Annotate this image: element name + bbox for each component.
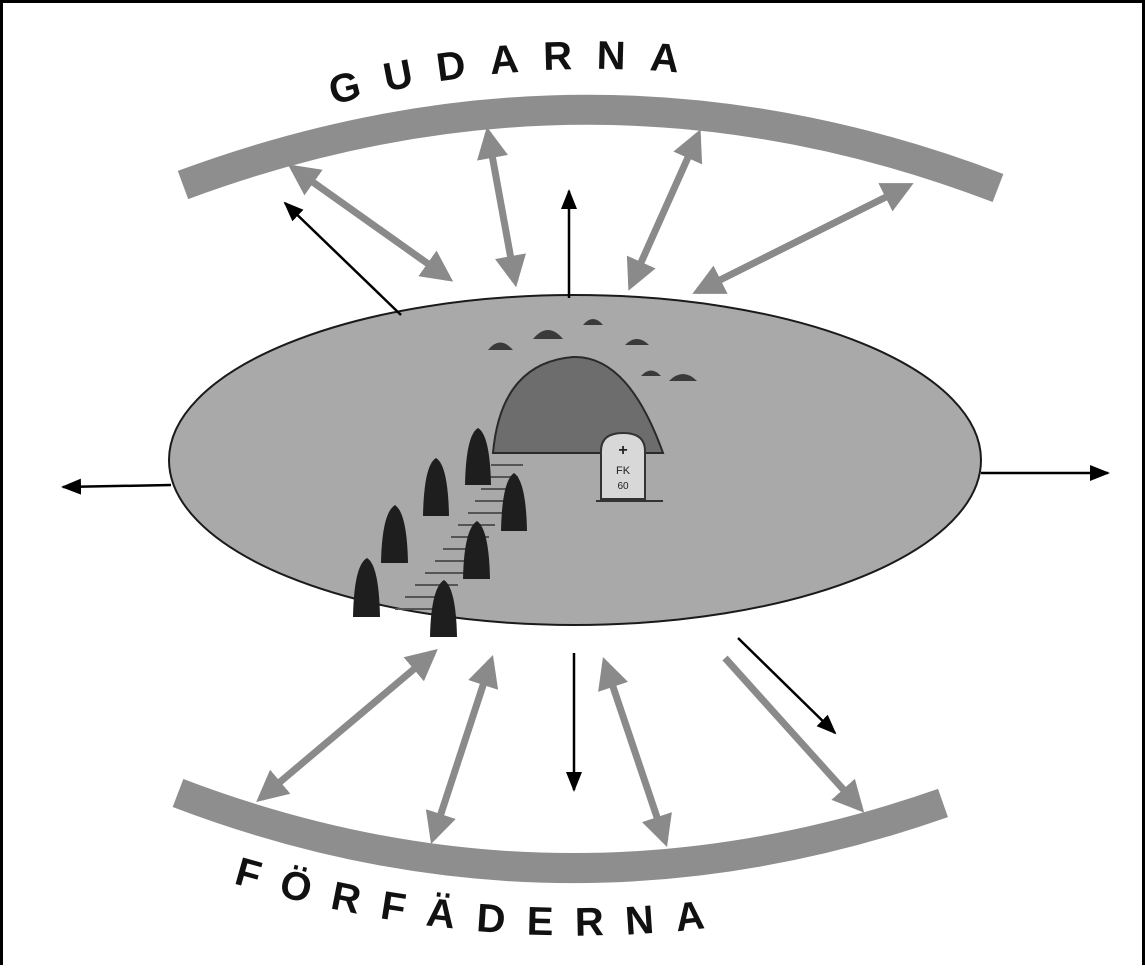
bottom-arrow-1 (261, 653, 433, 798)
top-exchange-arrows (293, 133, 908, 291)
bottom-arrow-2 (433, 661, 491, 838)
top-arrow-4 (698, 186, 908, 291)
bottom-arrow-4 (725, 658, 860, 808)
cosmology-diagram: GUDARNA FÖRFÄDERNA (3, 3, 1145, 968)
bottom-exchange-arrows (261, 653, 860, 841)
world-disc (169, 295, 981, 625)
gravestone-line1: FK (616, 465, 631, 477)
top-arrow-2 (488, 133, 515, 281)
gravestone-cross: + (618, 442, 627, 459)
ancestors-band (178, 793, 943, 868)
gravestone-line2: 60 (617, 481, 629, 492)
top-arrow-1 (293, 168, 448, 278)
arrow-up-left (285, 203, 401, 315)
bottom-arrow-3 (605, 663, 665, 841)
top-arrow-3 (631, 135, 698, 285)
arrow-left (63, 485, 171, 487)
